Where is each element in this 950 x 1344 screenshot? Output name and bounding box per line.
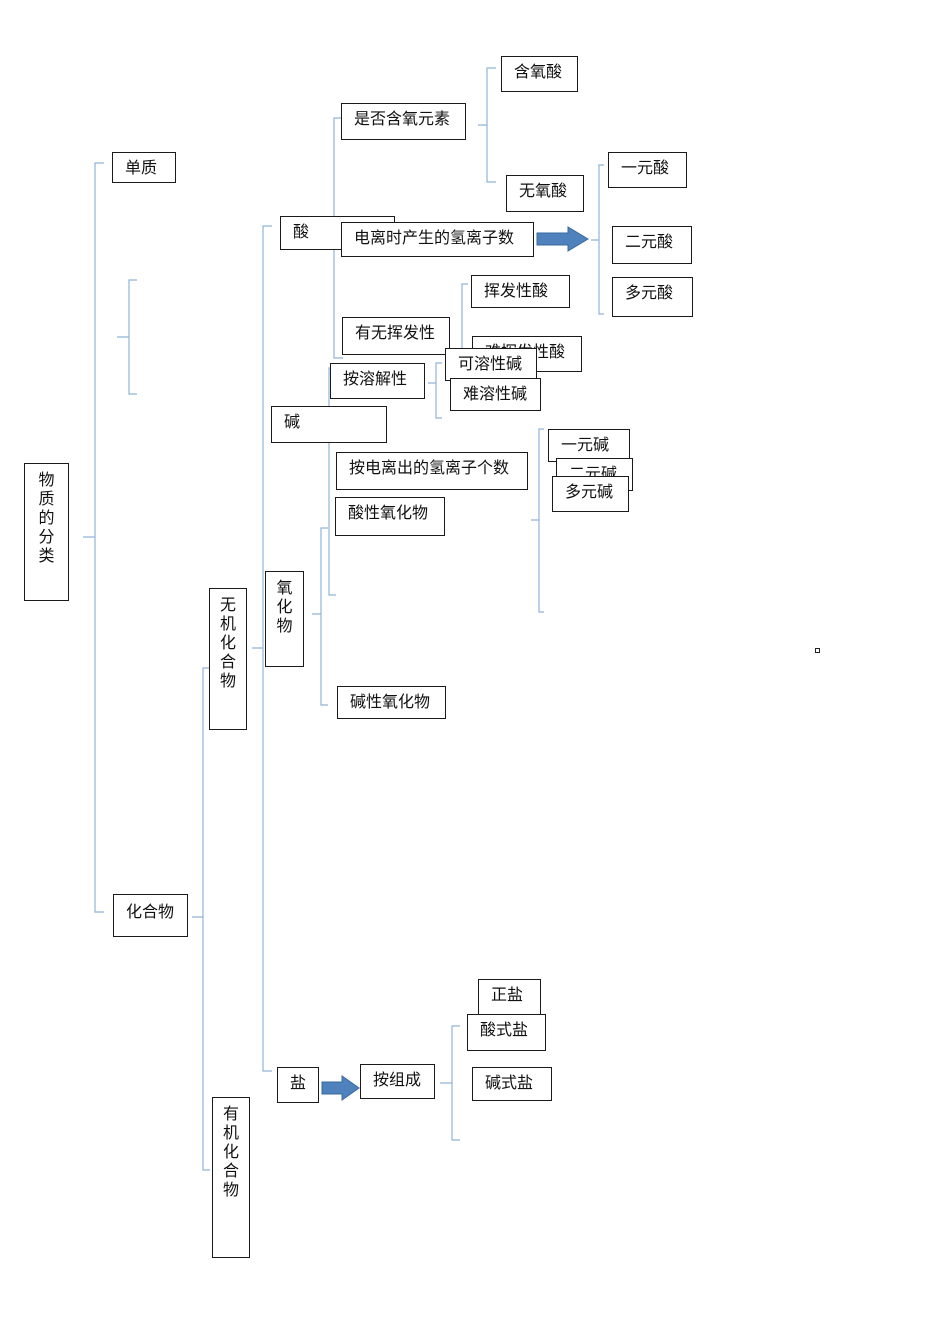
acid-arrow bbox=[536, 226, 589, 252]
vertical-char: 有 bbox=[222, 1104, 239, 1123]
vertical-char: 物 bbox=[276, 616, 293, 635]
base-ions-bracket bbox=[531, 428, 544, 613]
acid-by-oxygen: 是否含氧元素 bbox=[341, 103, 466, 140]
base-by-solubility: 按溶解性 bbox=[330, 363, 425, 399]
stray-marker bbox=[815, 648, 820, 653]
salt-node: 盐 bbox=[277, 1067, 319, 1103]
vertical-char: 分 bbox=[38, 527, 55, 546]
vertical-char: 物 bbox=[222, 1180, 239, 1199]
organic-label: 有机化合物 bbox=[213, 1104, 249, 1199]
vertical-char: 机 bbox=[222, 1123, 239, 1142]
hydrogen-count-bracket bbox=[591, 164, 604, 315]
vertical-char: 物 bbox=[219, 671, 236, 690]
acid-by-hydrogen: 电离时产生的氢离子数 bbox=[341, 222, 534, 257]
compounds-node: 化合物 bbox=[113, 894, 188, 937]
non-oxy-acid: 无氧酸 bbox=[506, 175, 584, 212]
oxide-node: 氧化物 bbox=[265, 571, 304, 667]
acid-by-volatility: 有无挥发性 bbox=[342, 317, 450, 355]
root-bracket bbox=[83, 162, 104, 913]
inorganic-bracket bbox=[252, 225, 272, 1072]
vertical-char: 化 bbox=[219, 633, 236, 652]
salt-by-composition: 按组成 bbox=[360, 1064, 435, 1099]
organic-node: 有机化合物 bbox=[212, 1097, 250, 1258]
oxide-bracket bbox=[312, 527, 328, 706]
volatility-bracket bbox=[461, 283, 468, 351]
normal-salt: 正盐 bbox=[478, 979, 541, 1015]
vertical-char: 物 bbox=[38, 470, 55, 489]
vertical-char: 合 bbox=[219, 652, 236, 671]
acidic-oxide: 酸性氧化物 bbox=[335, 497, 445, 536]
basic-salt: 碱式盐 bbox=[472, 1067, 552, 1101]
mono-base: 一元碱 bbox=[548, 429, 630, 462]
salt-arrow bbox=[321, 1075, 360, 1101]
vertical-char: 机 bbox=[219, 614, 236, 633]
solubility-bracket bbox=[428, 362, 442, 419]
dibasic-acid: 二元酸 bbox=[612, 226, 692, 264]
vertical-char: 无 bbox=[219, 595, 236, 614]
vertical-char: 的 bbox=[38, 508, 55, 527]
empty-bracket bbox=[117, 279, 137, 395]
elements-node: 单质 bbox=[112, 152, 176, 183]
acidic-salt: 酸式盐 bbox=[467, 1014, 546, 1051]
oxide-label: 氧化物 bbox=[266, 578, 303, 635]
salt-bracket bbox=[440, 1025, 460, 1141]
soluble-base: 可溶性碱 bbox=[445, 348, 537, 381]
polybasic-acid: 多元酸 bbox=[612, 277, 693, 317]
inorganic-node: 无机化合物 bbox=[209, 588, 247, 730]
vertical-char: 化 bbox=[222, 1142, 239, 1161]
insoluble-base: 难溶性碱 bbox=[450, 378, 541, 411]
volatile-acid: 挥发性酸 bbox=[471, 275, 570, 308]
root-node: 物质的分类 bbox=[24, 463, 69, 601]
inorganic-label: 无机化合物 bbox=[210, 595, 246, 690]
vertical-char: 合 bbox=[222, 1161, 239, 1180]
vertical-char: 类 bbox=[38, 546, 55, 565]
vertical-char: 氧 bbox=[276, 578, 293, 597]
compound-bracket bbox=[192, 667, 210, 1171]
vertical-char: 化 bbox=[276, 597, 293, 616]
base-by-ions: 按电离出的氢离子个数 bbox=[336, 452, 528, 490]
base-bracket bbox=[328, 367, 336, 596]
vertical-char: 质 bbox=[38, 489, 55, 508]
oxy-acid: 含氧酸 bbox=[501, 56, 578, 92]
oxygen-bracket bbox=[478, 67, 496, 183]
base-node: 碱 bbox=[271, 406, 387, 443]
monobasic-acid: 一元酸 bbox=[608, 152, 687, 188]
root-char: 物质的分类 bbox=[25, 470, 68, 565]
poly-base: 多元碱 bbox=[552, 476, 629, 512]
basic-oxide: 碱性氧化物 bbox=[337, 686, 446, 719]
